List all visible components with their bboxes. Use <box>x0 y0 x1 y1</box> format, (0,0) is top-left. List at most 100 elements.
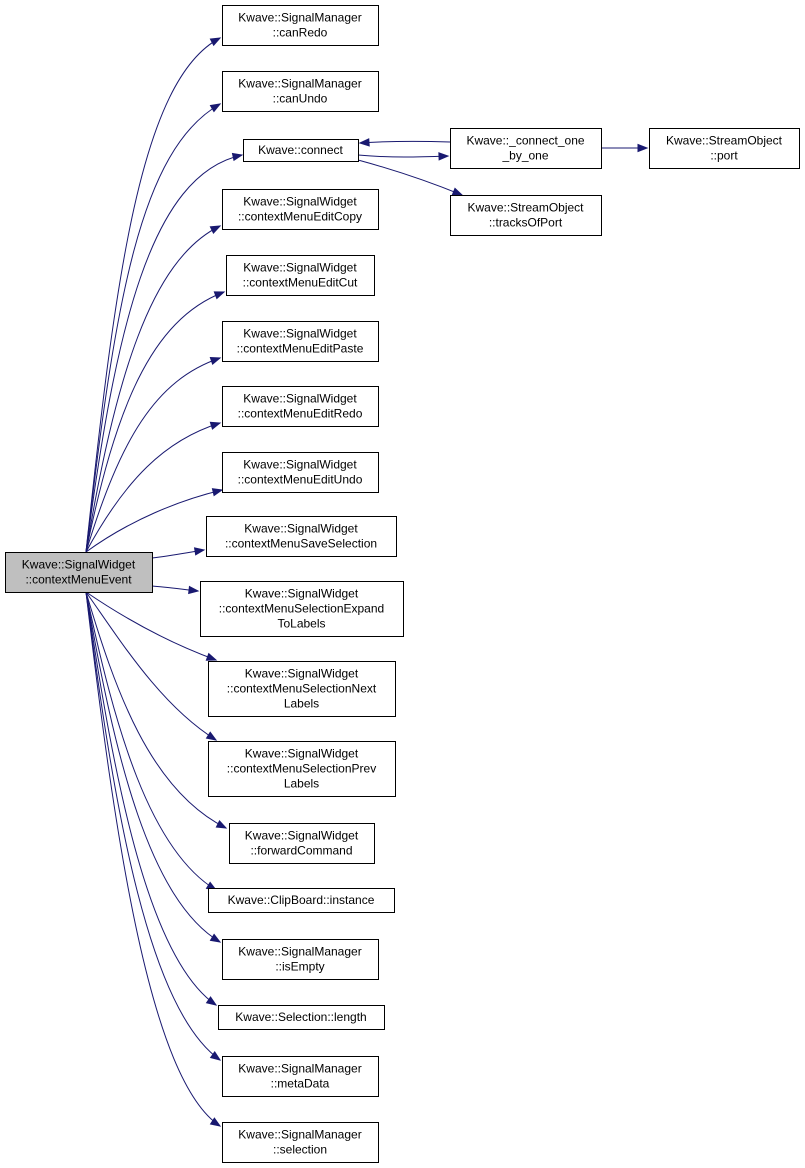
node-label-line: Kwave::SignalManager <box>238 1062 361 1076</box>
node-selNext[interactable]: Kwave::SignalWidget::contextMenuSelectio… <box>208 661 396 717</box>
node-label-line: ::contextMenuEvent <box>25 573 132 587</box>
edge-line <box>85 154 243 553</box>
edge-root-to-canRedo <box>85 37 222 553</box>
node-canUndo[interactable]: Kwave::SignalManager::canUndo <box>222 71 379 112</box>
edge-root-to-editUndo <box>85 488 224 553</box>
node-editRedo[interactable]: Kwave::SignalWidget::contextMenuEditRedo <box>222 386 379 427</box>
edge-line <box>85 591 217 661</box>
node-forward[interactable]: Kwave::SignalWidget::forwardCommand <box>229 823 375 864</box>
edge-line <box>85 591 221 943</box>
node-label-line: _by_one <box>501 149 548 163</box>
edge-arrowhead <box>215 819 228 829</box>
node-box <box>243 139 359 162</box>
edge-arrowhead <box>209 103 222 113</box>
node-label-line: Kwave::SignalWidget <box>245 667 359 681</box>
edge-arrowhead <box>637 143 649 153</box>
edge-arrowhead <box>205 996 218 1006</box>
node-label-line: ::contextMenuEditRedo <box>238 407 363 421</box>
node-label-line: Kwave::SignalWidget <box>245 747 359 761</box>
node-clipboard[interactable]: Kwave::ClipBoard::instance <box>208 888 395 913</box>
node-label-line: Kwave::SignalManager <box>238 945 361 959</box>
node-box <box>208 888 395 913</box>
node-label-line: ::contextMenuEditCopy <box>238 210 362 224</box>
node-label-line: ::contextMenuSelectionPrev <box>227 762 376 776</box>
node-editCopy[interactable]: Kwave::SignalWidget::contextMenuEditCopy <box>222 189 379 230</box>
edge-root-to-forward <box>85 591 228 829</box>
edge-line <box>85 225 221 553</box>
edge-line <box>85 37 221 553</box>
node-root[interactable]: Kwave::SignalWidget::contextMenuEvent <box>5 552 153 593</box>
edge-arrowhead <box>209 421 222 430</box>
node-label-line: Kwave::SignalManager <box>238 77 361 91</box>
node-selection[interactable]: Kwave::SignalManager::selection <box>222 1122 379 1163</box>
node-box <box>208 661 396 717</box>
node-box <box>222 71 379 112</box>
node-metaData[interactable]: Kwave::SignalManager::metaData <box>222 1056 379 1097</box>
edge-arrowhead <box>188 585 200 595</box>
edge-root-to-editPaste <box>85 357 222 553</box>
node-label-line: Kwave::StreamObject <box>666 134 783 148</box>
node-label-line: ::contextMenuEditUndo <box>238 473 363 487</box>
edge-arrowhead <box>205 652 218 661</box>
node-box <box>222 939 379 980</box>
node-label-line: ::contextMenuSelectionExpand <box>219 602 384 616</box>
node-editCut[interactable]: Kwave::SignalWidget::contextMenuEditCut <box>226 255 375 296</box>
node-label-line: Kwave::SignalWidget <box>243 327 357 341</box>
node-label-line: Kwave::SignalWidget <box>22 558 136 572</box>
node-port[interactable]: Kwave::StreamObject::port <box>649 128 800 169</box>
node-saveSel[interactable]: Kwave::SignalWidget::contextMenuSaveSele… <box>206 516 397 557</box>
edge-root-to-connect <box>85 152 244 553</box>
edge-arrowhead <box>205 731 218 741</box>
node-editPaste[interactable]: Kwave::SignalWidget::contextMenuEditPast… <box>222 321 379 362</box>
edge-root-to-editRedo <box>85 421 222 553</box>
node-label-line: Kwave::SignalWidget <box>243 392 357 406</box>
node-label-line: ::canUndo <box>273 92 328 106</box>
node-connect_one[interactable]: Kwave::_connect_one_by_one <box>450 128 602 169</box>
node-label-line: Labels <box>284 697 319 711</box>
edge-arrowhead <box>211 488 224 497</box>
node-selExpand[interactable]: Kwave::SignalWidget::contextMenuSelectio… <box>200 581 404 637</box>
node-box <box>200 581 404 637</box>
node-box <box>222 452 379 493</box>
node-connect[interactable]: Kwave::connect <box>243 139 359 162</box>
node-label-line: Kwave::SignalWidget <box>243 458 357 472</box>
edge-line <box>85 422 221 553</box>
node-selPrev[interactable]: Kwave::SignalWidget::contextMenuSelectio… <box>208 741 396 797</box>
node-label-line: Labels <box>284 777 319 791</box>
edge-root-to-clipboard <box>85 591 218 891</box>
edge-line <box>85 591 217 891</box>
edge-root-to-selPrev <box>85 591 218 741</box>
node-editUndo[interactable]: Kwave::SignalWidget::contextMenuEditUndo <box>222 452 379 493</box>
node-label-line: Kwave::SignalWidget <box>244 522 358 536</box>
edge-arrowhead <box>213 291 226 300</box>
edge-connect_one-to-port <box>601 143 649 153</box>
node-label-line: ::metaData <box>271 1077 330 1091</box>
edge-line <box>357 159 463 196</box>
node-label-line: Kwave::SignalWidget <box>245 829 359 843</box>
node-label-line: ::contextMenuSelectionNext <box>227 682 377 696</box>
node-tracksOfPort[interactable]: Kwave::StreamObject::tracksOfPort <box>450 195 602 236</box>
node-label-line: Kwave::Selection::length <box>235 1010 366 1024</box>
node-label-line: ::contextMenuEditPaste <box>237 342 364 356</box>
node-length[interactable]: Kwave::Selection::length <box>218 1005 385 1030</box>
node-box <box>226 255 375 296</box>
edge-arrowhead <box>209 1051 222 1061</box>
edge-arrowhead <box>209 225 222 234</box>
node-label-line: ::contextMenuSaveSelection <box>225 537 377 551</box>
node-label-line: ::selection <box>273 1143 327 1157</box>
node-label-line: ToLabels <box>277 617 325 631</box>
edge-arrowhead <box>209 37 222 47</box>
node-canRedo[interactable]: Kwave::SignalManager::canRedo <box>222 5 379 46</box>
node-label-line: Kwave::SignalManager <box>238 1128 361 1142</box>
edge-arrowhead <box>451 187 464 196</box>
edge-line <box>357 154 449 158</box>
node-box <box>450 195 602 236</box>
node-box <box>208 741 396 797</box>
node-label-line: ::tracksOfPort <box>489 216 563 230</box>
edge-line <box>85 591 217 741</box>
edge-root-to-length <box>85 591 218 1006</box>
node-label-line: Kwave::connect <box>258 143 343 157</box>
node-box <box>649 128 800 169</box>
node-isEmpty[interactable]: Kwave::SignalManager::isEmpty <box>222 939 379 980</box>
